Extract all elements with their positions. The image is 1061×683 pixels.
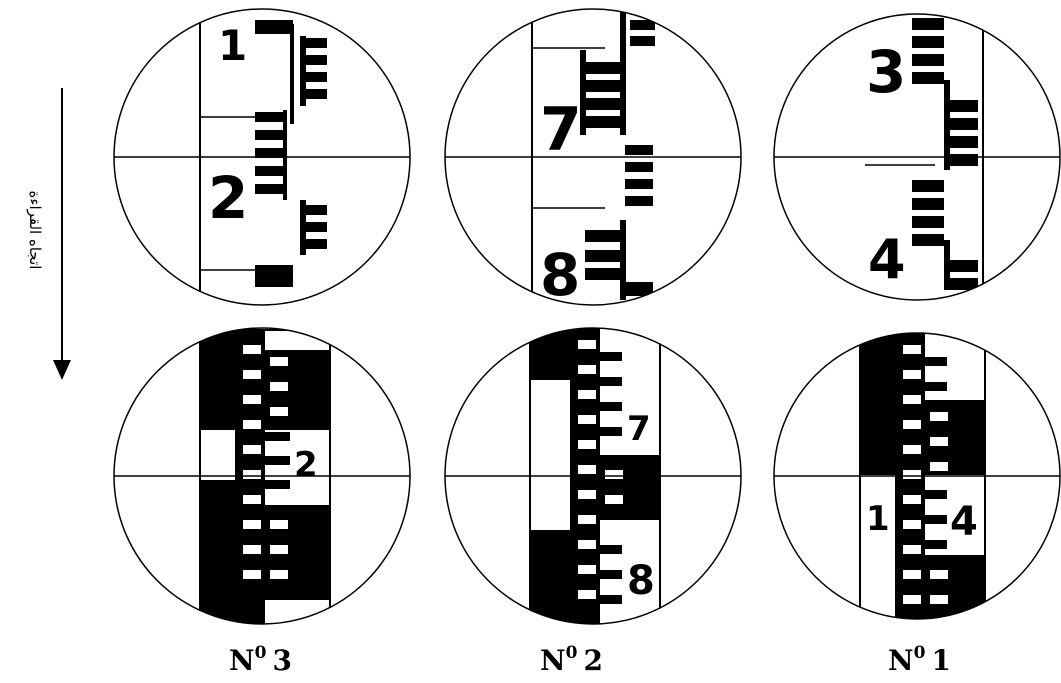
staff-view-1-top: 3 4 <box>773 13 1061 301</box>
caption-number: 1 <box>931 644 950 677</box>
staff-checker <box>895 333 948 619</box>
staff-view-2-bottom: 7 8 <box>444 327 742 625</box>
caption-number: 3 <box>272 644 291 677</box>
caption-superscript: 0 <box>566 643 578 663</box>
svg-text:N01: N01 <box>888 643 951 677</box>
staff-label: 8 <box>540 241 580 309</box>
staff-label: 7 <box>540 95 582 165</box>
staff-label: 3 <box>866 38 906 106</box>
staff-label: 2 <box>294 445 318 485</box>
reading-direction: اتجاه القراءة <box>26 88 71 380</box>
eyepiece-circle <box>773 332 1061 620</box>
staff-e-marks <box>580 9 655 300</box>
staff-label: 8 <box>627 558 655 604</box>
staff-label: 1 <box>218 21 247 70</box>
svg-text:N02: N02 <box>540 643 603 677</box>
staff-label: 1 <box>866 499 890 539</box>
staff-label: 7 <box>627 409 651 449</box>
staff-e-marks <box>912 18 978 290</box>
staff-view-2-top: 7 8 <box>444 8 742 309</box>
direction-arrowhead <box>53 360 71 380</box>
eyepiece-circle <box>444 8 742 306</box>
staff-checker <box>235 330 290 624</box>
direction-label: اتجاه القراءة <box>26 191 44 270</box>
caption-prefix: N <box>540 644 566 677</box>
staff-e-marks <box>255 20 327 287</box>
caption-superscript: 0 <box>255 643 267 663</box>
svg-text:N03: N03 <box>229 643 292 677</box>
staff-label: 4 <box>950 499 978 545</box>
staff-label: 2 <box>208 164 248 232</box>
staff-blocks <box>200 330 330 624</box>
caption-prefix: N <box>229 644 255 677</box>
caption-prefix: N <box>888 644 914 677</box>
staff-label: 4 <box>868 228 906 291</box>
caption-superscript: 0 <box>914 643 926 663</box>
eyepiece-circle <box>113 8 411 306</box>
eyepiece-circle <box>444 327 742 625</box>
eyepiece-circle <box>113 327 411 625</box>
staff-view-3-bottom: 2 <box>113 327 411 625</box>
staff-view-3-top: 1 2 <box>113 8 411 306</box>
staff-view-1-bottom: 1 4 <box>773 332 1061 620</box>
caption-number: 2 <box>583 644 602 677</box>
eyepiece-circle <box>773 13 1061 301</box>
